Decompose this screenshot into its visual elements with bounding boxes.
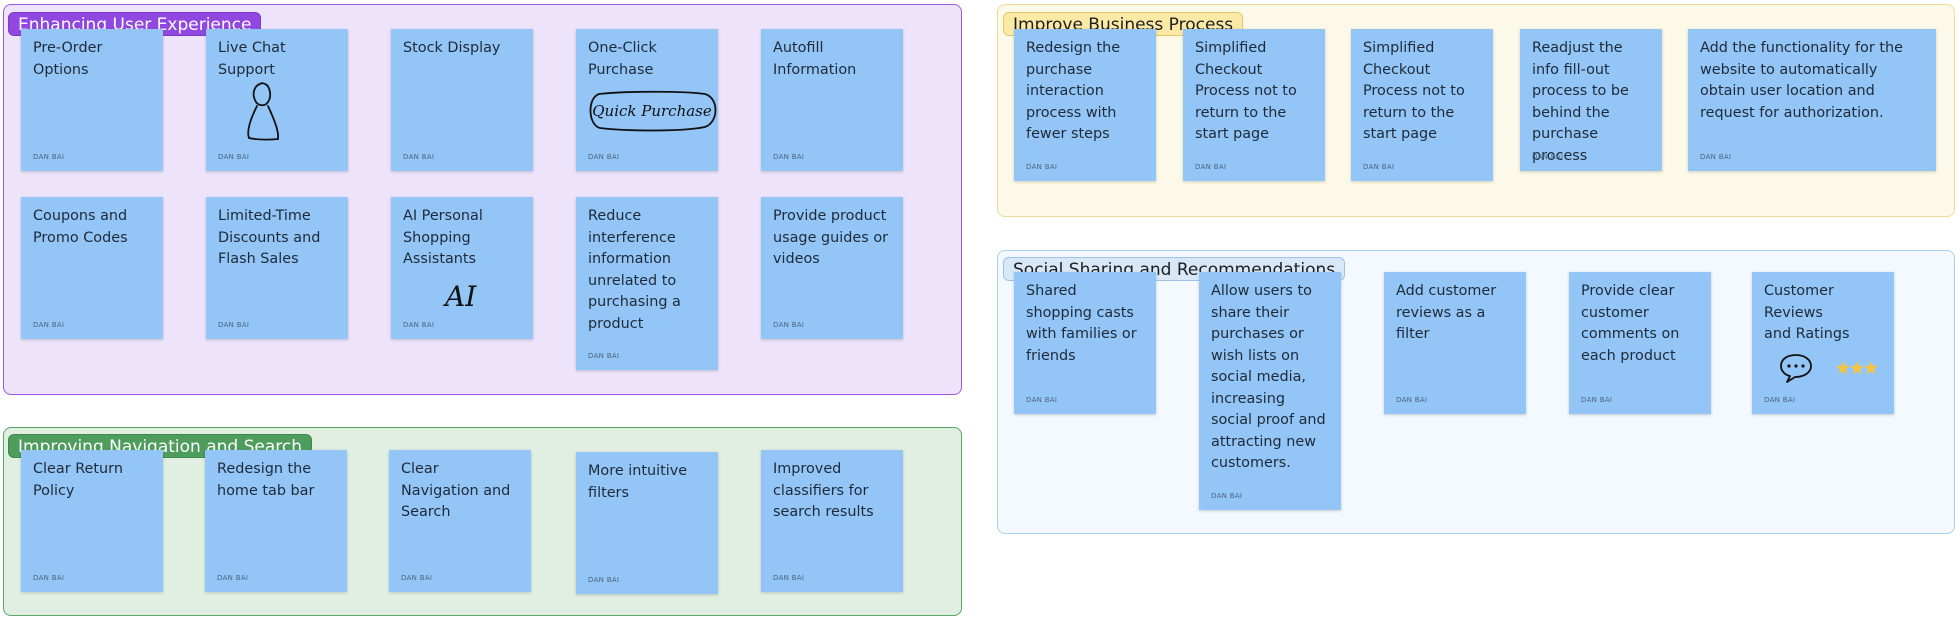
note-text: Pre-Order Options	[33, 40, 103, 78]
note-author: DAN BAI	[588, 352, 620, 360]
sticky-note-share-social-media[interactable]: Allow users to share their purchases or …	[1199, 272, 1341, 510]
note-author: DAN BAI	[217, 574, 249, 582]
sticky-note-coupons[interactable]: Coupons and Promo Codes DAN BAI	[21, 197, 163, 339]
note-author: DAN BAI	[1211, 492, 1243, 500]
note-text: Stock Display	[403, 40, 501, 56]
note-author: DAN BAI	[588, 576, 620, 584]
note-author: DAN BAI	[1195, 163, 1227, 171]
note-text: Simplified Checkout Process not to retur…	[1195, 40, 1297, 142]
sticky-note-intuitive-filters[interactable]: More intuitive filters DAN BAI	[576, 452, 718, 594]
note-text: Add customer reviews as a filter	[1396, 283, 1497, 342]
note-author: DAN BAI	[218, 321, 250, 329]
note-author: DAN BAI	[33, 153, 65, 161]
note-author: DAN BAI	[773, 574, 805, 582]
note-author: DAN BAI	[1396, 396, 1428, 404]
note-author: DAN BAI	[33, 321, 65, 329]
sticky-note-limited-time[interactable]: Limited-Time Discounts and Flash Sales D…	[206, 197, 348, 339]
note-author: DAN BAI	[773, 321, 805, 329]
note-text: Limited-Time Discounts and Flash Sales	[218, 208, 321, 267]
note-author: DAN BAI	[1026, 396, 1058, 404]
sticky-note-pre-order[interactable]: Pre-Order Options DAN BAI	[21, 29, 163, 171]
note-text: Coupons and Promo Codes	[33, 208, 128, 246]
sticky-note-autofill[interactable]: Autofill Information DAN BAI	[761, 29, 903, 171]
note-text: One-Click Purchase	[588, 40, 657, 78]
note-text: Provide clear customer comments on each …	[1581, 283, 1680, 364]
note-author: DAN BAI	[1700, 153, 1732, 161]
note-author: DAN BAI	[401, 574, 433, 582]
note-author: DAN BAI	[33, 574, 65, 582]
sticky-note-auto-location[interactable]: Add the functionality for the website to…	[1688, 29, 1936, 171]
note-author: DAN BAI	[1363, 163, 1395, 171]
note-text: Redesign the purchase interaction proces…	[1026, 40, 1121, 142]
sticky-note-redesign-home-tab[interactable]: Redesign the home tab bar DAN BAI	[205, 450, 347, 592]
note-author: DAN BAI	[588, 153, 620, 161]
sticky-note-shared-carts[interactable]: Shared shopping casts with families or f…	[1014, 272, 1156, 414]
note-text: Simplified Checkout Process not to retur…	[1363, 40, 1465, 142]
note-author: DAN BAI	[1026, 163, 1058, 171]
note-text: Provide product usage guides or videos	[773, 208, 889, 267]
sticky-note-one-click[interactable]: One-Click Purchase DAN BAI	[576, 29, 718, 171]
note-text: Improved classifiers for search results	[773, 461, 874, 520]
note-text: Readjust the info fill-out process to be…	[1532, 40, 1629, 164]
note-text: Live Chat Support	[218, 40, 286, 78]
note-text: Redesign the home tab bar	[217, 461, 315, 499]
sticky-note-clear-comments[interactable]: Provide clear customer comments on each …	[1569, 272, 1711, 414]
note-author: DAN BAI	[218, 153, 250, 161]
note-text: Autofill Information	[773, 40, 857, 78]
sticky-note-usage-guides[interactable]: Provide product usage guides or videos D…	[761, 197, 903, 339]
note-author: DAN BAI	[403, 153, 435, 161]
sticky-note-ai-assistants[interactable]: AI Personal Shopping Assistants DAN BAI	[391, 197, 533, 339]
note-text: Add the functionality for the website to…	[1700, 40, 1903, 121]
note-author: DAN BAI	[1764, 396, 1796, 404]
sticky-note-readjust-info[interactable]: Readjust the info fill-out process to be…	[1520, 29, 1662, 171]
sticky-note-redesign-purchase[interactable]: Redesign the purchase interaction proces…	[1014, 29, 1156, 181]
note-author: DAN BAI	[773, 153, 805, 161]
sticky-note-reduce-interference[interactable]: Reduce interference information unrelate…	[576, 197, 718, 370]
sticky-note-simplified-checkout-2[interactable]: Simplified Checkout Process not to retur…	[1351, 29, 1493, 181]
sticky-note-clear-return[interactable]: Clear Return Policy DAN BAI	[21, 450, 163, 592]
note-author: DAN BAI	[1581, 396, 1613, 404]
note-text: Clear Navigation and Search	[401, 461, 511, 520]
note-author: DAN BAI	[403, 321, 435, 329]
sticky-note-stock-display[interactable]: Stock Display DAN BAI	[391, 29, 533, 171]
note-author: DAN BAI	[1532, 153, 1564, 161]
sticky-note-reviews-filter[interactable]: Add customer reviews as a filter DAN BAI	[1384, 272, 1526, 414]
note-text: Allow users to share their purchases or …	[1211, 283, 1326, 471]
note-text: Customer Reviews and Ratings	[1764, 283, 1850, 342]
sticky-note-simplified-checkout-1[interactable]: Simplified Checkout Process not to retur…	[1183, 29, 1325, 181]
note-text: More intuitive filters	[588, 463, 688, 501]
note-text: Shared shopping casts with families or f…	[1026, 283, 1137, 364]
note-text: Clear Return Policy	[33, 461, 123, 499]
sticky-note-live-chat[interactable]: Live Chat Support DAN BAI	[206, 29, 348, 171]
sticky-note-clear-navigation[interactable]: Clear Navigation and Search DAN BAI	[389, 450, 531, 592]
sticky-note-improved-classifiers[interactable]: Improved classifiers for search results …	[761, 450, 903, 592]
note-text: AI Personal Shopping Assistants	[403, 208, 483, 267]
sticky-note-customer-reviews[interactable]: Customer Reviews and Ratings DAN BAI	[1752, 272, 1894, 414]
note-text: Reduce interference information unrelate…	[588, 208, 681, 332]
